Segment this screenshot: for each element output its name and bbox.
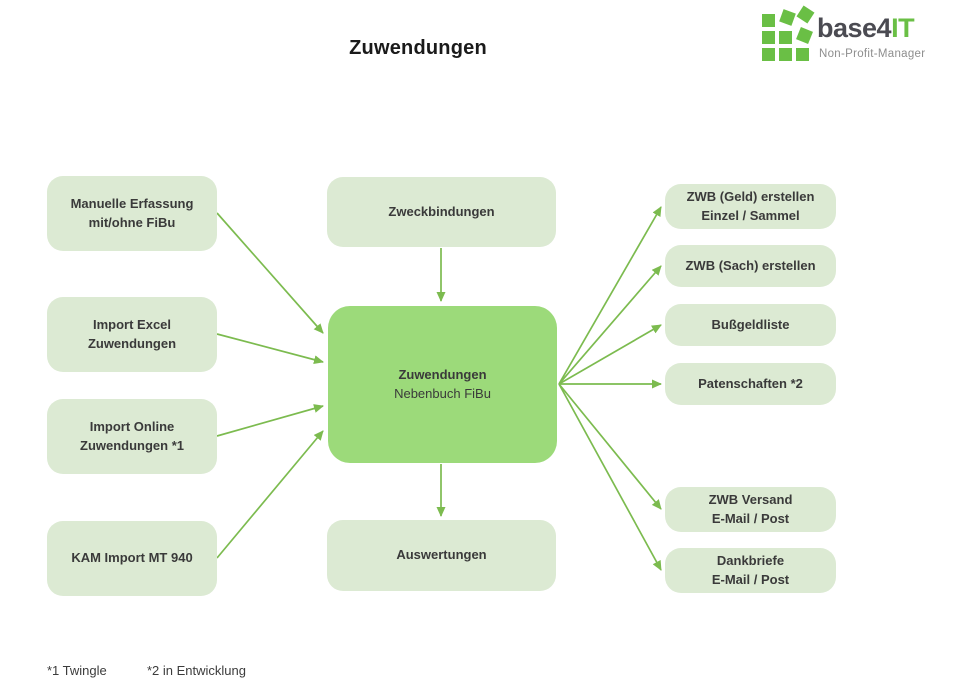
logo-squares-icon (755, 5, 815, 67)
node-label: Manuelle Erfassung (70, 195, 194, 211)
node-zwb-versand: ZWB Versand E-Mail / Post (665, 487, 836, 532)
node-zuwendungen-center: Zuwendungen Nebenbuch FiBu (328, 306, 557, 463)
node-label: Auswertungen (396, 547, 487, 563)
node-zwb-geld-erstellen: ZWB (Geld) erstellen Einzel / Sammel (665, 184, 836, 229)
arrow-center-to-bussgeldliste (558, 324, 662, 385)
node-sublabel: Nebenbuch FiBu (394, 385, 491, 401)
node-kam-import: KAM Import MT 940 (47, 521, 217, 596)
arrow-excel-to-center (216, 333, 324, 365)
node-dankbriefe: Dankbriefe E-Mail / Post (665, 548, 836, 593)
node-manuelle-erfassung: Manuelle Erfassung mit/ohne FiBu (47, 176, 217, 251)
node-label: ZWB Versand (708, 491, 793, 507)
node-patenschaften: Patenschaften *2 (665, 363, 836, 405)
node-label: Zuwendungen *1 (80, 437, 184, 453)
node-import-excel: Import Excel Zuwendungen (47, 297, 217, 372)
logo-brand-accent: IT (891, 13, 915, 43)
node-zweckbindungen: Zweckbindungen (327, 177, 556, 247)
node-label: E-Mail / Post (711, 571, 790, 587)
logo-brand-base: base4 (817, 13, 892, 43)
node-label: Zuwendungen (87, 335, 177, 351)
node-label: mit/ohne FiBu (88, 214, 176, 230)
node-label: Dankbriefe (716, 552, 785, 568)
node-label: KAM Import MT 940 (71, 550, 193, 566)
footnote-in-entwicklung: *2 in Entwicklung (147, 663, 246, 678)
node-zwb-sach-erstellen: ZWB (Sach) erstellen (665, 245, 836, 287)
arrow-center-to-zwb-sach (558, 265, 662, 385)
base4it-logo: base4IT Non-Profit-Manager (755, 5, 945, 70)
node-label: Import Online (89, 418, 175, 434)
node-label: Zuwendungen (398, 366, 487, 382)
arrow-center-to-zwb-versand (558, 383, 662, 510)
logo-brand-text: base4IT (817, 13, 915, 44)
footnote-twingle: *1 Twingle (47, 663, 107, 678)
page-title: Zuwendungen (349, 37, 487, 59)
node-label: Einzel / Sammel (701, 207, 800, 223)
arrow-manuelle-to-center (216, 212, 324, 334)
node-bussgeldliste: Bußgeldliste (665, 304, 836, 346)
node-label: ZWB (Geld) erstellen (686, 188, 815, 204)
node-label: Bußgeldliste (711, 316, 790, 332)
node-label: Patenschaften *2 (698, 375, 803, 391)
arrow-online-to-center (216, 404, 324, 437)
node-label: E-Mail / Post (711, 510, 790, 526)
arrow-kam-to-center (216, 430, 324, 559)
node-label: ZWB (Sach) erstellen (685, 257, 816, 273)
arrow-center-to-dankbriefe (558, 383, 662, 571)
logo-tagline: Non-Profit-Manager (819, 48, 926, 60)
node-auswertungen: Auswertungen (327, 520, 556, 591)
arrow-center-to-zwb-geld (558, 206, 662, 385)
node-import-online: Import Online Zuwendungen *1 (47, 399, 217, 474)
node-label: Import Excel (92, 316, 172, 332)
node-label: Zweckbindungen (388, 203, 495, 219)
